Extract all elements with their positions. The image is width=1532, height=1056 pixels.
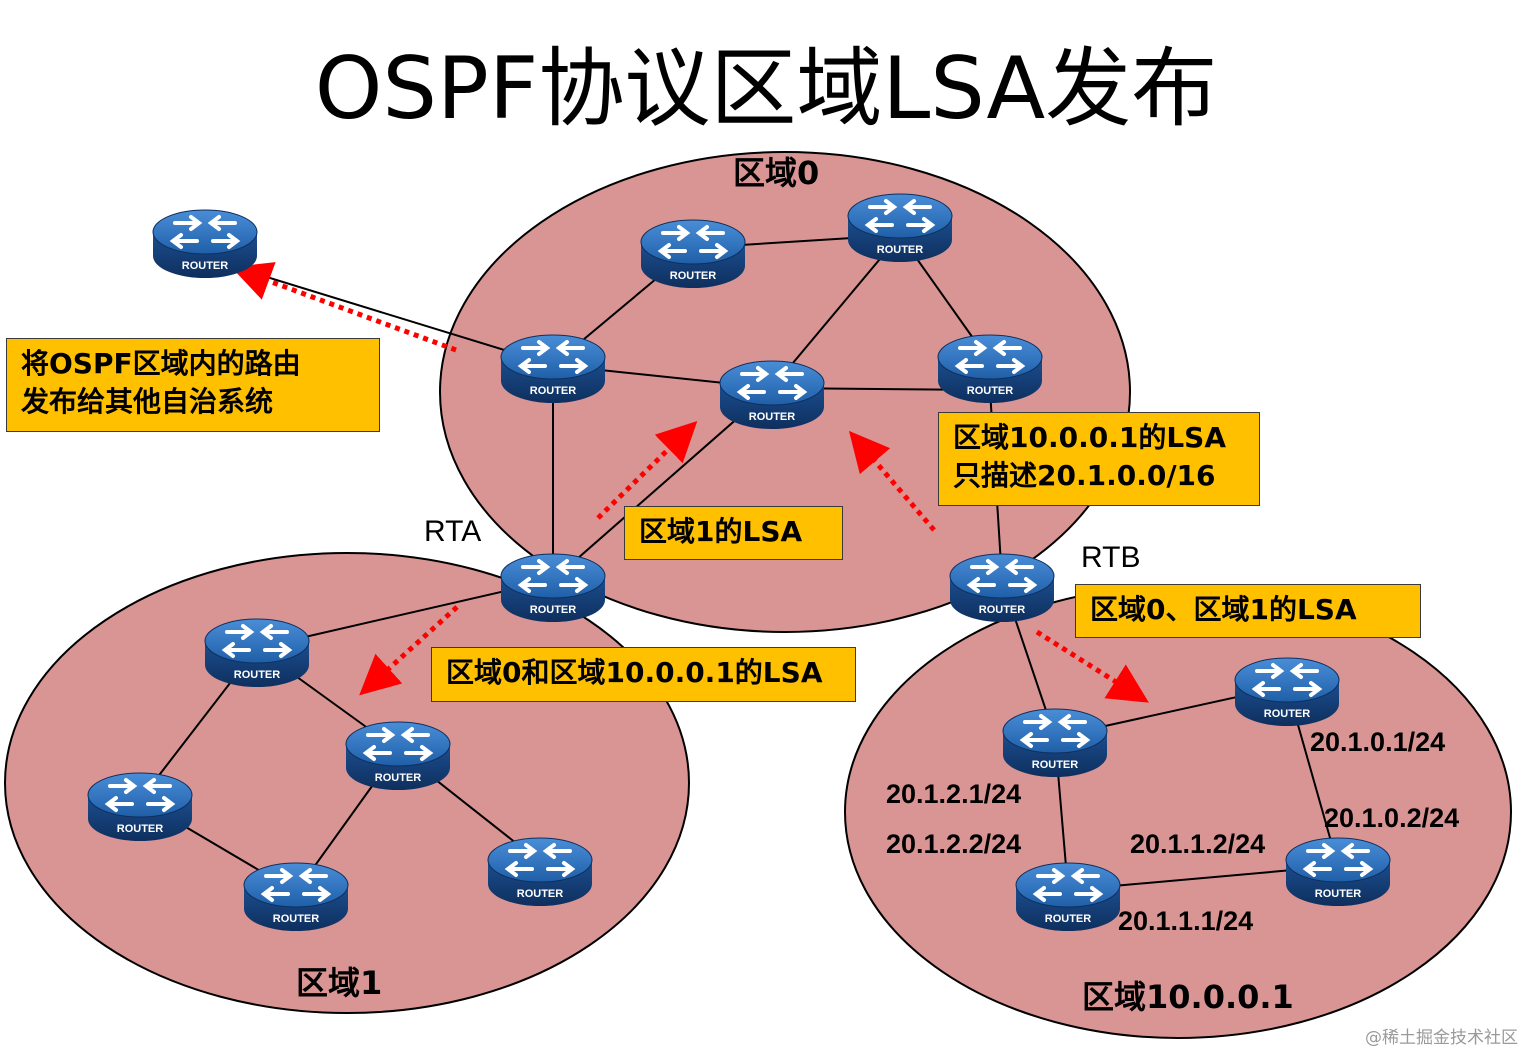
ip-label: 20.1.0.1/24 <box>1310 727 1446 757</box>
page-title: OSPF协议区域LSA发布 <box>314 39 1218 139</box>
router-area1: ROUTER <box>345 721 451 790</box>
router-arrows-icon <box>954 340 1026 374</box>
router-rta: ROUTER <box>500 553 606 622</box>
router-area1: ROUTER <box>204 618 310 687</box>
ip-label: 20.1.2.2/24 <box>886 829 1022 859</box>
arrow-external <box>231 262 457 353</box>
router-icon-label: ROUTER <box>1032 759 1079 771</box>
router-arrows-icon <box>1302 843 1374 877</box>
router-area0: ROUTER <box>500 334 606 403</box>
router-icon-label: ROUTER <box>517 888 564 900</box>
ip-label: 20.1.1.2/24 <box>1130 829 1266 859</box>
watermark: @稀土掘金技术社区 <box>1365 1028 1518 1048</box>
router-icon-label: ROUTER <box>375 772 422 784</box>
ip-label: 20.1.1.1/24 <box>1118 906 1254 936</box>
router-icon-label: ROUTER <box>670 270 717 282</box>
area-0-label: 区域0 <box>733 154 820 192</box>
router-area1: ROUTER <box>243 862 349 931</box>
router-icon-label: ROUTER <box>530 604 577 616</box>
router-area10: ROUTER <box>1015 862 1121 931</box>
router-icon-label: ROUTER <box>877 244 924 256</box>
callout-rtb-to-area10: 区域0、区域1的LSA <box>1075 584 1421 638</box>
callout-rta-to-area1: 区域0和区域10.0.0.1的LSA <box>431 647 856 702</box>
router-icon-label: ROUTER <box>234 669 281 681</box>
arrow-to-area1 <box>359 605 459 696</box>
router-rtb: ROUTER <box>949 553 1055 622</box>
area-1-label: 区域1 <box>296 964 383 1002</box>
router-area10: ROUTER <box>1234 657 1340 726</box>
ip-label: 20.1.2.1/24 <box>886 779 1022 809</box>
router-icon-label: ROUTER <box>117 823 164 835</box>
router-area0: ROUTER <box>847 193 953 262</box>
callout-rta-to-area0: 区域1的LSA <box>624 506 843 560</box>
router-arrows-icon <box>966 559 1038 593</box>
router-area1: ROUTER <box>87 772 193 841</box>
area-10-label: 区域10.0.0.1 <box>1082 978 1294 1016</box>
router-arrows-icon <box>104 778 176 812</box>
router-icon-label: ROUTER <box>1315 888 1362 900</box>
lsa-arrows <box>231 262 1149 703</box>
router-arrows-icon <box>517 559 589 593</box>
router-external: ROUTER <box>152 209 258 278</box>
router-icon-label: ROUTER <box>182 260 229 272</box>
router-area0: ROUTER <box>719 360 825 429</box>
arrow-area10-to-area0 <box>848 430 936 532</box>
router-arrows-icon <box>362 727 434 761</box>
router-arrows-icon <box>864 199 936 233</box>
router-icon-label: ROUTER <box>530 385 577 397</box>
router-arrows-icon <box>260 868 332 902</box>
router-arrows-icon <box>1251 663 1323 697</box>
router-arrows-icon <box>517 340 589 374</box>
router-name-rtb: RTB <box>1081 541 1141 574</box>
router-arrows-icon <box>1019 714 1091 748</box>
router-icon-label: ROUTER <box>1264 708 1311 720</box>
router-icon-label: ROUTER <box>273 913 320 925</box>
router-area10: ROUTER <box>1002 708 1108 777</box>
router-icon-label: ROUTER <box>1045 913 1092 925</box>
router-arrows-icon <box>657 225 729 259</box>
ip-label: 20.1.0.2/24 <box>1324 803 1460 833</box>
router-arrows-icon <box>221 624 293 658</box>
arrow-to-area10 <box>1035 629 1149 703</box>
router-area10: ROUTER <box>1285 837 1391 906</box>
router-area0: ROUTER <box>937 334 1043 403</box>
router-icon-label: ROUTER <box>967 385 1014 397</box>
router-name-rta: RTA <box>424 515 482 548</box>
router-icon-label: ROUTER <box>749 411 796 423</box>
router-arrows-icon <box>736 366 808 400</box>
router-area1: ROUTER <box>487 837 593 906</box>
router-icon-label: ROUTER <box>979 604 1026 616</box>
router-arrows-icon <box>504 843 576 877</box>
router-area0: ROUTER <box>640 219 746 288</box>
router-arrows-icon <box>1032 868 1104 902</box>
callout-external: 将OSPF区域内的路由发布给其他自治系统 <box>6 338 380 432</box>
router-arrows-icon <box>169 215 241 249</box>
